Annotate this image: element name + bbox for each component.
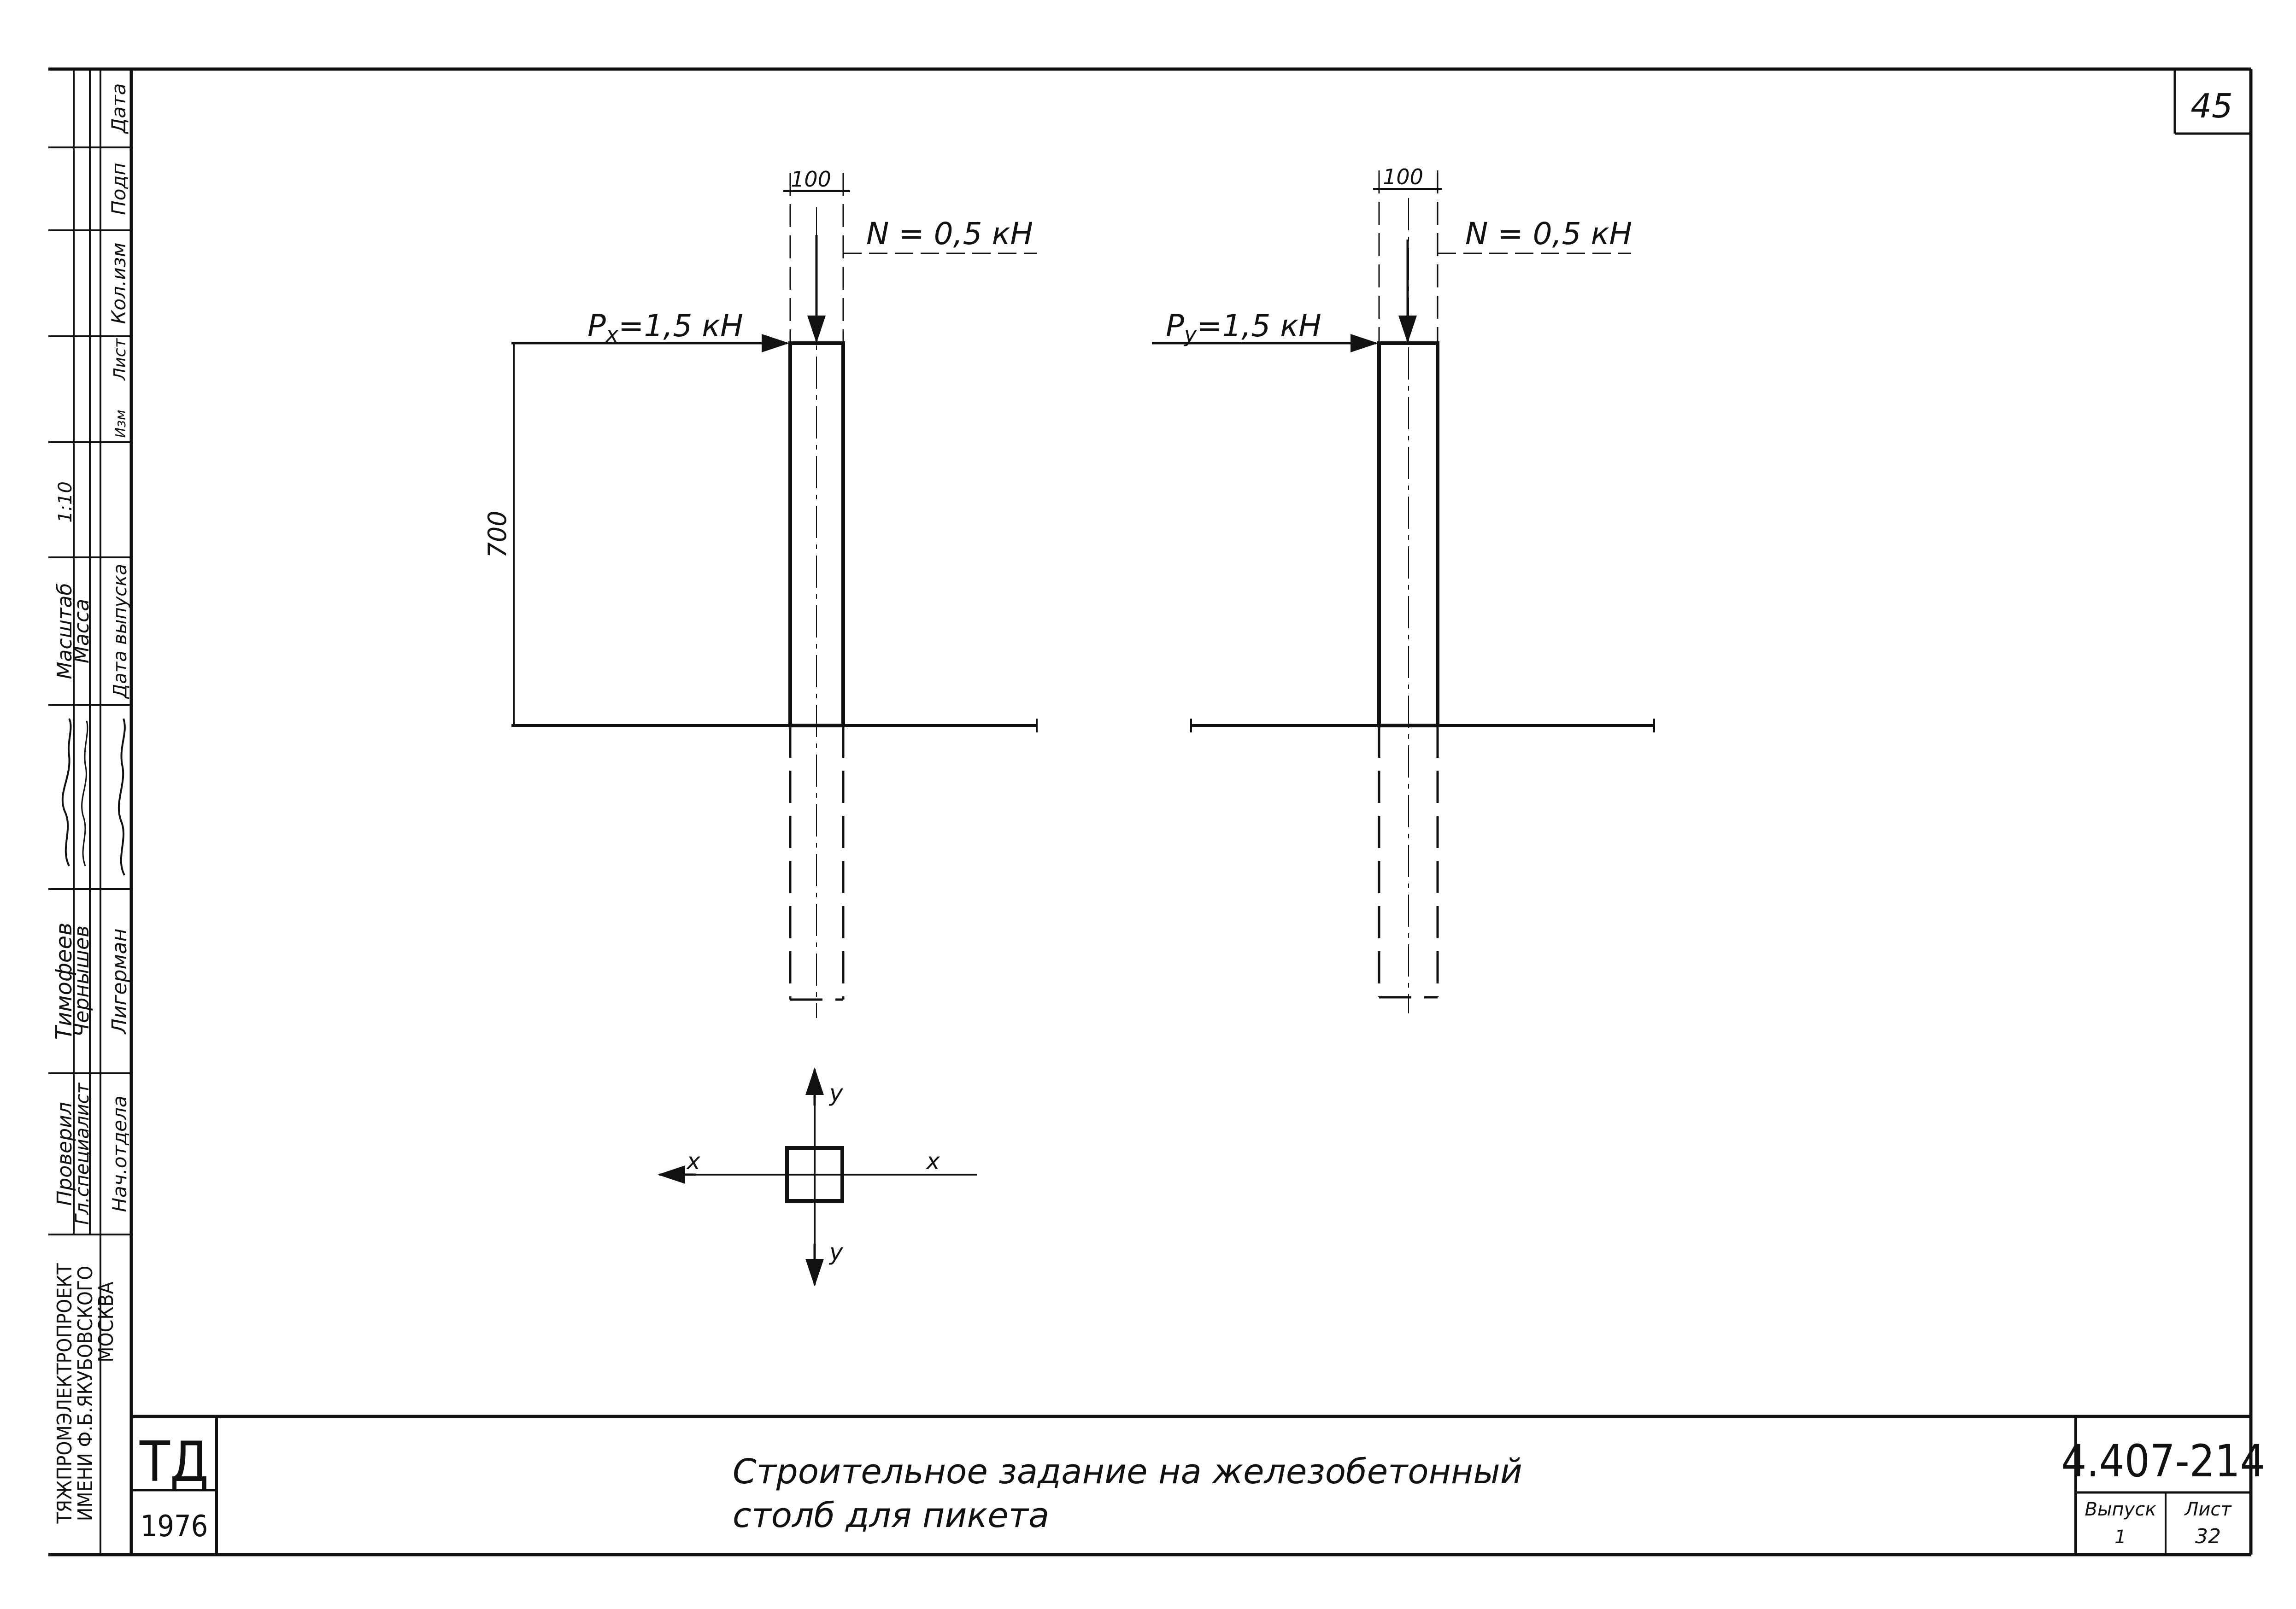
issue-label: Выпуск	[2085, 1499, 2156, 1520]
left-post-labels: 100 N = 0,5 кН Px=1,5 кН 700	[483, 167, 1033, 558]
signature-2	[81, 720, 88, 866]
meta-label-scale: Масштаб	[53, 583, 76, 679]
revision-label: Подп	[107, 163, 130, 215]
cross-section-labels: x x y y	[686, 1080, 940, 1265]
axis-y-top: y	[828, 1080, 844, 1106]
year: 1976	[141, 1510, 208, 1544]
issue-value: 1	[2114, 1527, 2126, 1548]
revision-label: Изм	[113, 410, 129, 438]
page-number: 45	[2190, 87, 2233, 125]
scale-value: 1:10	[55, 481, 76, 523]
meta-label-date: Дата выпуска	[110, 564, 131, 699]
signature-1	[61, 718, 72, 866]
right-post-elevation	[1152, 170, 1655, 1013]
left-stamp	[48, 69, 131, 1235]
title-line-2: столб для пикета	[733, 1496, 1049, 1535]
axis-y-bottom: y	[828, 1239, 844, 1265]
revision-label: Кол.изм	[107, 242, 130, 324]
org-logo: ТД	[139, 1430, 209, 1494]
right-post-axial-load: N = 0,5 кН	[1465, 216, 1632, 252]
role-chief-specialist: Гл.специалист	[72, 1082, 93, 1225]
right-post-width-dim: 100	[1383, 164, 1423, 189]
page-number-box: 45	[2173, 69, 2251, 135]
org-line-1: ТЯЖПРОМЭЛЕКТРОПРОЕКТ	[53, 1263, 76, 1524]
axis-x-right: x	[925, 1148, 940, 1175]
revision-label: Дата	[107, 83, 130, 135]
doc-number: 4.407-214	[2061, 1435, 2265, 1487]
left-post-elevation	[511, 173, 1038, 1018]
right-post-lateral-load: Py=1,5 кН	[1166, 308, 1321, 347]
cross-section	[658, 1067, 977, 1287]
signature-3	[117, 718, 126, 876]
axis-x-left: x	[686, 1148, 700, 1175]
title-block-text: ТД 1976 Строительное задание на железобе…	[139, 1430, 2266, 1548]
name-timofeev: Тимофеев	[51, 923, 77, 1040]
org-line-3: МОСКВА	[94, 1281, 118, 1362]
left-post-width-dim: 100	[791, 167, 831, 192]
right-post-labels: 100 N = 0,5 кН Py=1,5 кН	[1166, 164, 1632, 347]
left-post-axial-load: N = 0,5 кН	[866, 216, 1033, 252]
left-post-height-dim: 700	[483, 510, 512, 558]
role-checked: Проверил	[53, 1102, 76, 1206]
name-ligerman: Лигерман	[108, 929, 131, 1035]
left-stamp-text: Дата Подп Кол.изм Лист Изм 1:10 Масштаб …	[51, 83, 131, 1524]
sheet-frame	[48, 67, 2253, 1556]
revision-label: Лист	[111, 338, 129, 381]
left-post-lateral-load: Px=1,5 кН	[587, 308, 743, 347]
title-block-frame	[131, 1415, 2251, 1555]
meta-label-mass: Масса	[70, 599, 94, 663]
title-line-1: Строительное задание на железобетонный	[733, 1452, 1522, 1492]
name-chernyshev: Чернышев	[70, 925, 94, 1037]
sheet-label: Лист	[2184, 1499, 2232, 1520]
role-dept-head: Нач.отдела	[108, 1095, 131, 1212]
sheet-value: 32	[2195, 1525, 2221, 1548]
org-line-2: ИМЕНИ Ф.Б.ЯКУБОВСКОГО	[74, 1266, 97, 1521]
